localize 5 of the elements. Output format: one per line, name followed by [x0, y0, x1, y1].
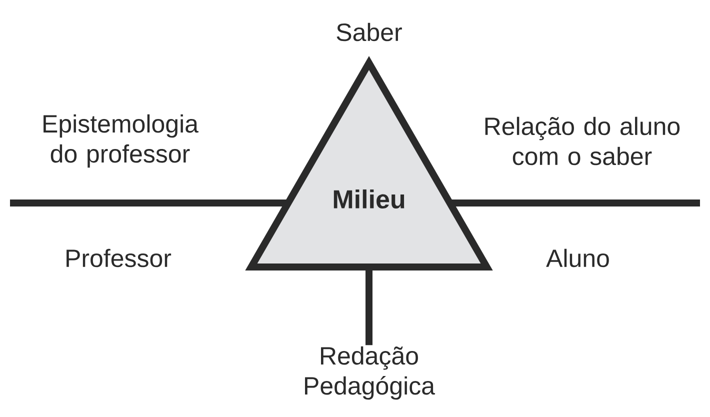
text-label: Professor — [66, 248, 172, 268]
text-label: Aluno — [546, 248, 609, 268]
bare-text: Redação Pedagógica — [305, 346, 435, 400]
connector-line — [366, 270, 373, 346]
text-label: Epistemologia do professor — [44, 114, 198, 168]
